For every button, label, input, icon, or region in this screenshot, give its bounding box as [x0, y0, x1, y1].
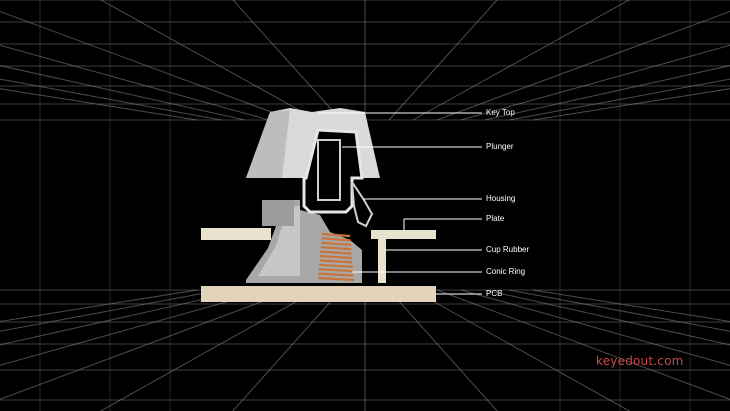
housing-step-left: [262, 200, 294, 226]
spring-coil: [319, 254, 353, 260]
spring-coil: [320, 246, 352, 251]
grid-line: [0, 289, 270, 366]
spring-coil: [320, 250, 352, 255]
grid-line: [0, 289, 294, 400]
spring-coil: [321, 241, 351, 246]
key-top-left-face: [246, 110, 290, 178]
spring-coil: [319, 263, 353, 268]
grid-line: [0, 65, 246, 121]
grid-line: [0, 289, 198, 322]
housing-hook: [351, 181, 374, 228]
grid-line: [232, 289, 342, 411]
label-pcb: PCB: [486, 289, 503, 298]
leader-plate: [403, 218, 482, 231]
spring-coil: [318, 272, 354, 277]
grid-line: [0, 289, 246, 346]
grid-line: [0, 10, 294, 121]
label-plunger: Plunger: [486, 142, 514, 151]
plate-right: [371, 230, 436, 239]
spring-coil: [317, 276, 355, 282]
watermark: keyedout.com: [596, 354, 684, 368]
grid-line: [0, 88, 198, 121]
spring-coil: [321, 232, 351, 238]
plate-right-post: [378, 239, 386, 283]
label-plate: Plate: [486, 214, 505, 223]
grid-line: [436, 289, 730, 400]
grid-line: [388, 289, 498, 411]
conic-ring-spring: [317, 232, 355, 282]
grid-line: [436, 10, 730, 121]
grid-line: [532, 88, 730, 121]
pcb-board: [201, 286, 436, 302]
grid-line: [412, 0, 631, 121]
label-conic-ring: Conic Ring: [486, 267, 526, 276]
grid-line: [532, 289, 730, 322]
grid-line: [508, 289, 730, 332]
label-key-top: Key Top: [486, 108, 515, 117]
spring-coil: [318, 268, 354, 273]
grid-line: [388, 0, 498, 121]
spring-coil: [319, 259, 353, 264]
grid-line: [484, 289, 730, 346]
plunger-inner: [317, 139, 341, 201]
plate-left: [201, 228, 271, 240]
grid-line: [460, 44, 730, 121]
grid-line: [412, 289, 631, 411]
grid-line: [0, 44, 270, 121]
grid-line: [99, 0, 318, 121]
grid-line: [0, 78, 222, 121]
spring-coil: [321, 237, 351, 242]
grid-line: [484, 65, 730, 121]
grid-line: [99, 289, 318, 411]
label-housing: Housing: [486, 194, 516, 203]
label-cup-rubber: Cup Rubber: [486, 245, 530, 254]
grid-line: [460, 289, 730, 366]
grid-line: [0, 289, 222, 332]
grid-line: [508, 78, 730, 121]
grid-line: [232, 0, 342, 121]
